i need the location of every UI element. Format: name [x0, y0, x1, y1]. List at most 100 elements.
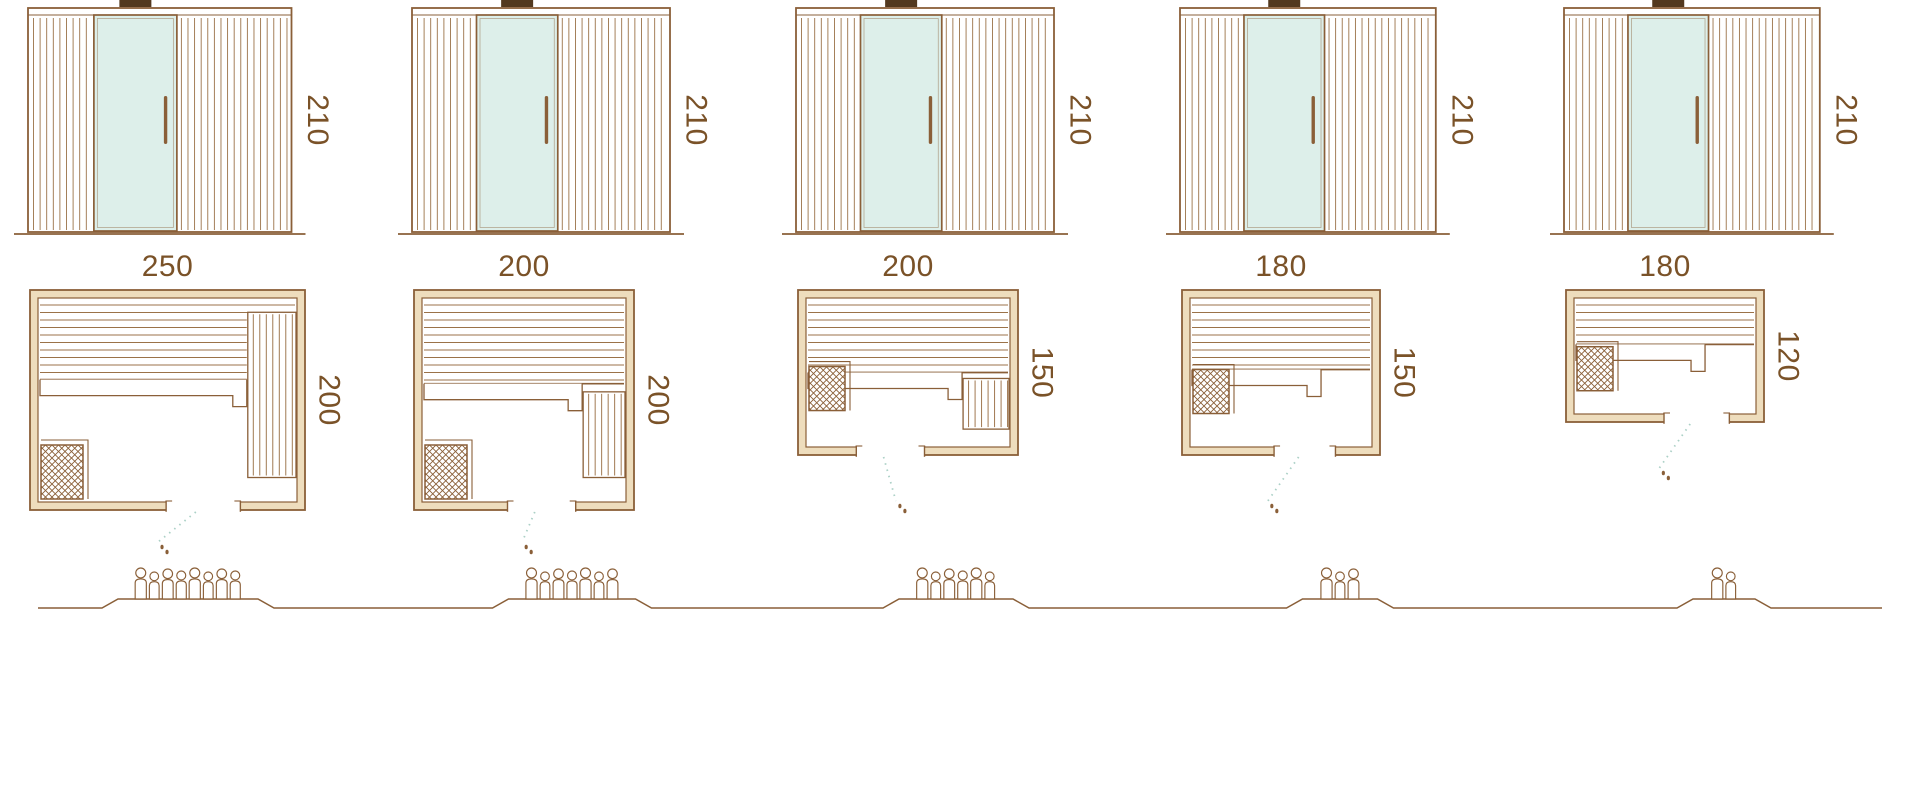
front-elevation: 210	[0, 0, 384, 250]
heater	[1576, 345, 1614, 392]
capacity-drawing	[1152, 567, 1536, 609]
person-icon	[202, 571, 214, 600]
capacity-drawing	[384, 567, 768, 609]
person-icon	[606, 568, 619, 600]
door-opening	[507, 500, 576, 512]
footsteps-icon	[160, 544, 169, 555]
person-icon	[957, 570, 969, 600]
floor-plan: 200 150	[768, 250, 1152, 562]
depth-dimension-label: 150	[1388, 347, 1421, 399]
heater	[808, 365, 846, 412]
front-elevation: 210	[1536, 0, 1920, 250]
depth-dimension-label: 200	[642, 374, 675, 426]
person-icon	[215, 568, 228, 600]
glass-door	[475, 14, 559, 232]
height-dimension-label: 210	[301, 94, 334, 146]
front-elevation: 210	[384, 0, 768, 250]
ground-line	[384, 598, 768, 609]
front-elevation: 210	[768, 0, 1152, 250]
front-elevation-drawing: 210	[14, 0, 334, 235]
height-dimension-label: 210	[1445, 94, 1478, 146]
depth-dimension-label: 120	[1772, 330, 1805, 382]
capacity-figures	[1152, 562, 1536, 789]
front-elevation-drawing: 210	[398, 0, 713, 235]
floor-plan-drawing: 200 150	[797, 250, 1059, 514]
depth-dimension-label: 150	[1026, 347, 1059, 399]
sauna-model-column-4: 210 180 150	[1152, 0, 1536, 789]
height-dimension-label: 210	[1829, 94, 1862, 146]
person-icon	[525, 567, 538, 600]
person-icon	[148, 571, 160, 600]
person-icon	[916, 567, 929, 600]
floor-plan: 180 120	[1536, 250, 1920, 562]
front-elevation-drawing: 210	[782, 0, 1097, 235]
side-bench	[247, 311, 297, 479]
capacity-drawing	[1536, 567, 1882, 609]
door-opening	[1664, 412, 1730, 424]
sauna-model-column-3: 210 200 150	[768, 0, 1152, 789]
ground-line	[768, 598, 1152, 609]
height-dimension-label: 210	[680, 94, 713, 146]
capacity-drawing	[768, 567, 1152, 609]
glass-door	[93, 14, 178, 232]
footsteps-icon	[524, 544, 533, 555]
person-icon	[970, 567, 983, 600]
lower-bench-step	[807, 372, 963, 401]
width-dimension-label: 180	[1639, 250, 1691, 283]
width-dimension-label: 180	[1255, 250, 1307, 283]
person-icon	[930, 571, 942, 600]
person-icon	[943, 568, 956, 600]
width-dimension-label: 200	[882, 250, 934, 283]
capacity-figures	[384, 562, 768, 789]
footsteps-icon	[1270, 503, 1279, 514]
ground-line	[1536, 598, 1882, 609]
side-bench	[582, 391, 626, 479]
capacity-figures	[768, 562, 1152, 789]
front-elevation-drawing: 210	[1550, 0, 1862, 235]
lower-bench-step	[423, 383, 583, 412]
roof-vent	[1268, 0, 1301, 7]
person-icon	[134, 567, 147, 600]
height-dimension-label: 210	[1064, 94, 1097, 146]
ground-line	[38, 598, 384, 609]
person-icon	[579, 567, 592, 600]
person-icon	[593, 571, 605, 600]
front-elevation-drawing: 210	[1166, 0, 1478, 235]
person-icon	[1320, 567, 1333, 600]
glass-door	[1243, 14, 1326, 232]
roof-vent	[885, 0, 918, 7]
floor-plan: 180 150	[1152, 250, 1536, 562]
person-icon	[552, 568, 565, 600]
floor-plan-drawing: 180 150	[1181, 250, 1421, 514]
roof-vent	[501, 0, 534, 7]
person-icon	[229, 570, 241, 600]
ground-line	[1152, 598, 1536, 609]
door-handle-icon	[1311, 96, 1315, 144]
roof-vent	[119, 0, 152, 7]
glass-door	[1627, 14, 1710, 232]
person-icon	[1725, 571, 1737, 600]
person-icon	[984, 571, 996, 600]
heater	[40, 444, 84, 500]
heater	[1192, 368, 1230, 415]
footsteps-icon	[1661, 470, 1670, 481]
depth-dimension-label: 200	[313, 374, 346, 426]
roof-vent	[1652, 0, 1685, 7]
door-handle-icon	[163, 96, 168, 144]
door-handle-icon	[544, 96, 549, 144]
heater	[424, 444, 468, 500]
side-bench	[962, 377, 1010, 430]
person-icon	[566, 570, 578, 600]
sauna-model-column-5: 210 180 120	[1536, 0, 1920, 789]
person-icon	[1334, 571, 1346, 600]
person-icon	[175, 570, 187, 600]
front-elevation: 210	[1152, 0, 1536, 250]
door-opening	[166, 500, 241, 512]
person-icon	[539, 571, 551, 600]
capacity-figures	[1536, 562, 1920, 789]
